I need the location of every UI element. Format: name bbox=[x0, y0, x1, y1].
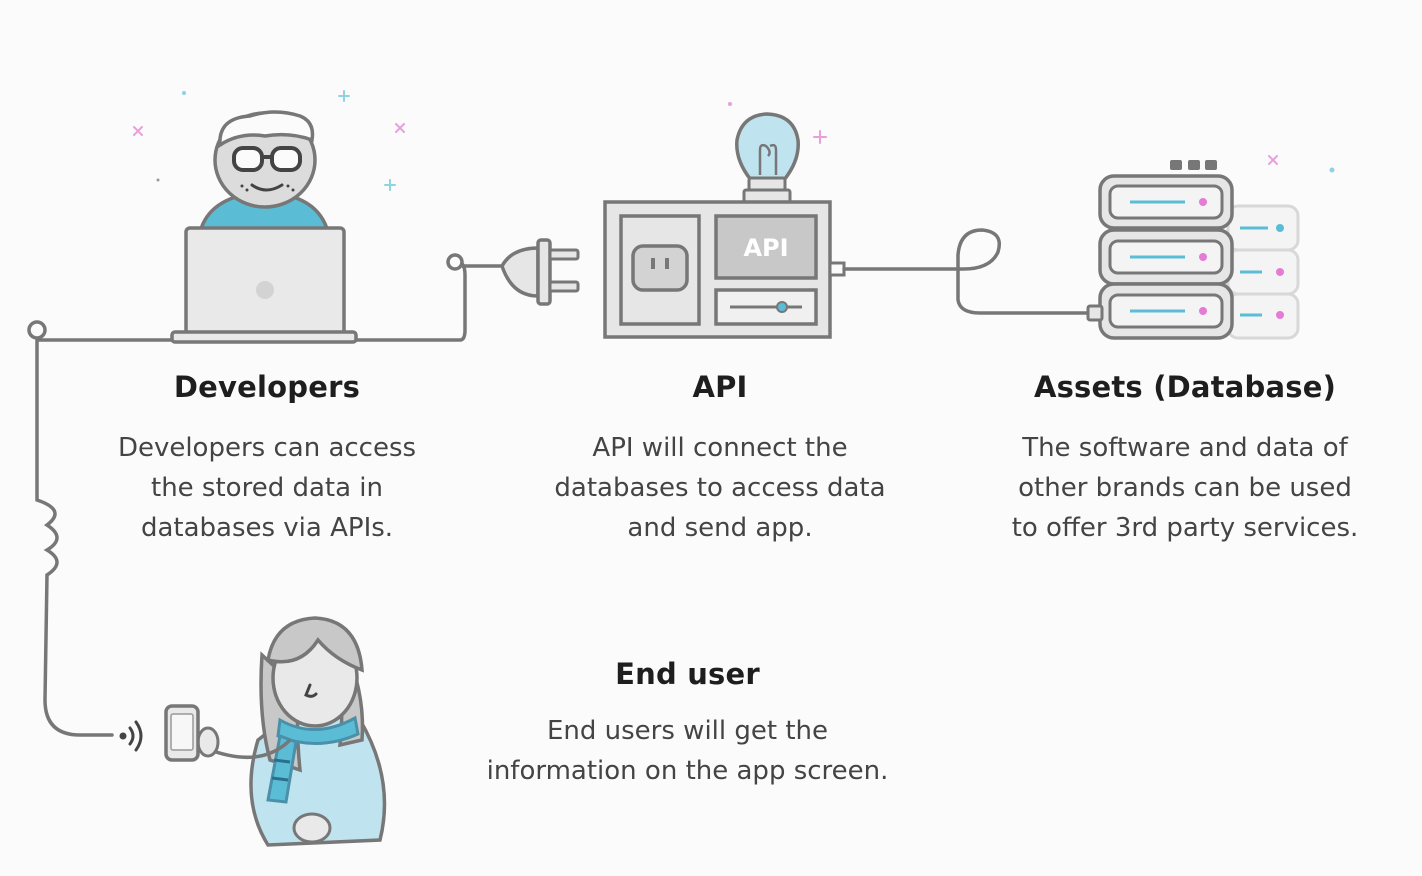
developers-title: Developers bbox=[173, 370, 361, 404]
cable-end-loop bbox=[27, 320, 47, 340]
api-badge-label: API bbox=[743, 234, 788, 262]
api-description: API will connect the databases to access… bbox=[545, 428, 895, 548]
api-title: API bbox=[692, 370, 748, 404]
end-user-line: End users will get the bbox=[546, 716, 829, 746]
plug-icon bbox=[462, 238, 580, 306]
wireless-signal-icon bbox=[119, 720, 143, 752]
api-line: and send app. bbox=[627, 513, 813, 543]
developers-description: Developers can access the stored data in… bbox=[92, 428, 442, 548]
developers-line: the stored data in bbox=[151, 473, 383, 503]
assets-description: The software and data of other brands ca… bbox=[1000, 428, 1370, 548]
api-section: API API will connect the databases to ac… bbox=[545, 370, 895, 548]
developers-line: databases via APIs. bbox=[140, 513, 394, 543]
end-user-title: End user bbox=[615, 657, 760, 691]
database-servers bbox=[1086, 160, 1300, 340]
assets-line: The software and data of bbox=[1022, 433, 1348, 463]
assets-line: other brands can be used bbox=[1018, 473, 1352, 503]
end-user-section: End user End users will get the informat… bbox=[470, 657, 905, 791]
end-user-figure bbox=[164, 616, 387, 847]
api-machine: API bbox=[603, 112, 846, 339]
developers-section: Developers Developers can access the sto… bbox=[92, 370, 442, 548]
assets-line: to offer 3rd party services. bbox=[1011, 513, 1359, 543]
developer-figure bbox=[170, 110, 358, 344]
assets-title: Assets (Database) bbox=[1033, 370, 1337, 404]
end-user-line: information on the app screen. bbox=[486, 756, 889, 786]
api-line: databases to access data bbox=[554, 473, 886, 503]
sparkle-decorations bbox=[133, 90, 1335, 191]
api-line: API will connect the bbox=[592, 433, 848, 463]
end-user-description: End users will get the information on th… bbox=[470, 711, 905, 791]
developers-line: Developers can access bbox=[117, 433, 417, 463]
assets-section: Assets (Database) The software and data … bbox=[1000, 370, 1370, 548]
database-cable bbox=[842, 228, 1092, 315]
